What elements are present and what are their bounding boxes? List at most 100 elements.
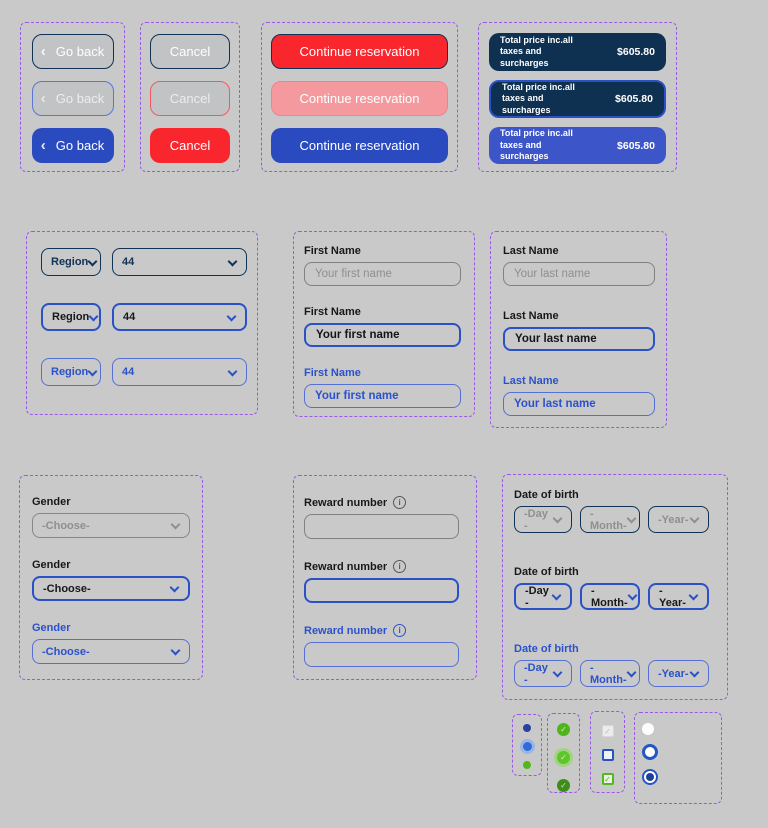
total-price-amount: $605.80 [615,93,653,105]
check-circle-default[interactable]: ✓ [557,723,570,736]
chevron-down-icon [553,515,562,524]
reward-number-input-empty[interactable] [304,514,459,539]
go-back-button-default[interactable]: ‹ Go back [31,34,114,69]
month-select-active[interactable]: -Month- [580,660,640,687]
continue-reservation-button-disabled[interactable]: Continue reservation [271,81,448,116]
cancel-button-active[interactable]: Cancel [150,128,230,163]
last-name-input-active[interactable] [503,392,655,416]
cancel-label: Cancel [169,138,211,153]
month-select-value: -Month- [590,661,627,686]
check-circle-focused[interactable]: ✓ [557,751,570,764]
radio-dot-group [512,714,542,776]
go-back-button-focused[interactable]: ‹ Go back [31,81,114,116]
date-of-birth-label: Date of birth [514,643,579,655]
day-select-active[interactable]: -Day - [514,660,572,687]
radio-dot-valid[interactable] [523,761,531,769]
year-select-value: -Year- [659,584,686,609]
day-select-value: -Day - [524,507,548,532]
reward-number-input-focused[interactable] [304,578,459,603]
total-price-amount: $605.80 [617,46,655,58]
month-select-focused[interactable]: -Month- [580,583,640,610]
radio-dot-selected[interactable] [523,724,531,732]
info-icon[interactable]: i [393,496,407,509]
radio-button-selected[interactable] [642,769,658,785]
continue-reservation-button-default[interactable]: Continue reservation [271,34,448,69]
chevron-down-icon [171,521,180,530]
chevron-left-icon: ‹ [40,43,46,60]
first-name-label: First Name [304,367,361,379]
radio-button-unselected[interactable] [642,744,658,760]
region-select-active[interactable]: Region [41,358,101,386]
chevron-down-icon [690,669,699,678]
year-select-value: -Year- [658,667,689,680]
phone-code-value: 44 [122,256,135,268]
last-name-label: Last Name [503,375,559,387]
check-circle-pressed[interactable]: ✓ [557,779,570,792]
continue-reservation-label: Continue reservation [299,91,420,106]
total-price-text: Total price inc.all taxes and surcharges [502,81,575,115]
gender-select-value: -Choose- [42,519,90,532]
last-name-label: Last Name [503,245,559,257]
last-name-label: Last Name [503,310,559,322]
check-icon: ✓ [604,726,611,736]
gender-select-focused[interactable]: -Choose- [32,576,190,601]
year-select-focused[interactable]: -Year- [648,583,709,610]
month-select-value: -Month- [590,507,627,532]
radio-button-disabled[interactable] [642,723,654,735]
date-of-birth-label: Date of birth [514,566,579,578]
checkbox-unchecked[interactable]: ✓ [601,749,614,761]
phone-code-select-active[interactable]: 44 [112,358,247,386]
day-select-focused[interactable]: -Day - [514,583,572,610]
day-select-value: -Day - [524,661,548,686]
info-icon[interactable]: i [393,624,407,637]
day-select-default[interactable]: -Day - [514,506,572,533]
year-select-active[interactable]: -Year- [648,660,709,687]
go-back-button-active[interactable]: ‹ Go back [31,128,114,163]
date-of-birth-select-group: Date of birth -Day - -Month- -Year- Date… [502,474,728,700]
cancel-button-focused[interactable]: Cancel [150,81,230,116]
checkbox-checked[interactable]: ✓ [601,773,614,785]
first-name-input-empty[interactable] [304,262,461,286]
region-select-default[interactable]: Region [41,248,101,276]
cancel-button-group: Cancel Cancel Cancel [140,22,240,172]
gender-select-group: Gender -Choose- Gender -Choose- Gender -… [19,475,203,680]
chevron-down-icon [170,584,179,593]
day-select-value: -Day - [525,584,549,609]
last-name-input-focused[interactable] [503,327,655,351]
region-select-focused[interactable]: Region [41,303,101,331]
info-icon[interactable]: i [393,560,407,573]
first-name-field-group: First Name First Name First Name [293,231,475,417]
region-select-value: Region [51,256,89,268]
total-price-text: Total price inc.all taxes and surcharges [500,34,573,68]
chevron-down-icon [89,313,98,322]
chevron-down-icon [552,592,561,601]
gender-select-active[interactable]: -Choose- [32,639,190,664]
first-name-input-active[interactable] [304,384,461,408]
total-price-card-group: Total price inc.all taxes and surcharges… [478,22,677,172]
reward-number-input-active[interactable] [304,642,459,667]
total-price-card-active: Total price inc.all taxes and surcharges… [489,127,666,164]
chevron-down-icon [228,258,237,267]
last-name-input-empty[interactable] [503,262,655,286]
first-name-label: First Name [304,306,361,318]
checkbox-disabled-checked[interactable]: ✓ [601,725,614,737]
region-select-value: Region [52,311,90,323]
radio-dot-focused[interactable] [522,742,532,751]
gender-label: Gender [32,622,71,634]
continue-reservation-label: Continue reservation [299,138,420,153]
month-select-default[interactable]: -Month- [580,506,640,533]
check-icon: ✓ [560,753,567,762]
go-back-label: Go back [55,138,105,153]
phone-code-select-default[interactable]: 44 [112,248,247,276]
year-select-default[interactable]: -Year- [648,506,709,533]
gender-select-default[interactable]: -Choose- [32,513,190,538]
continue-reservation-button-active[interactable]: Continue reservation [271,128,448,163]
go-back-button-group: ‹ Go back ‹ Go back ‹ Go back [20,22,125,172]
radio-button-group [634,712,722,804]
first-name-input-focused[interactable] [304,323,461,347]
phone-code-value: 44 [122,366,135,378]
total-price-card-focused: Total price inc.all taxes and surcharges… [489,80,666,118]
phone-code-select-focused[interactable]: 44 [112,303,247,331]
cancel-button-default[interactable]: Cancel [150,34,230,69]
chevron-down-icon [171,647,180,656]
